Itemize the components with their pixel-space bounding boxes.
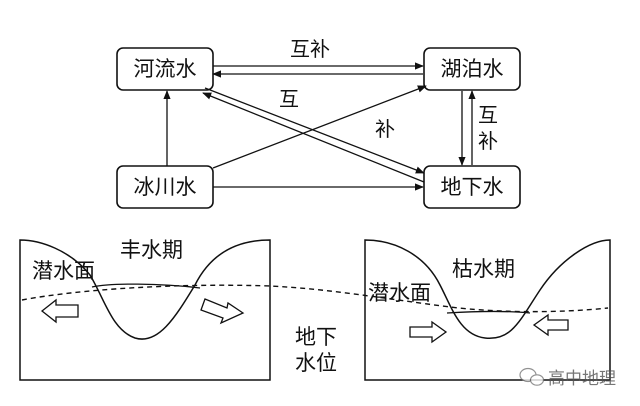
dry-season-label: 枯水期 bbox=[452, 257, 515, 281]
wet-season-terrain bbox=[19, 239, 271, 381]
arrow-glacier-to-lake bbox=[212, 85, 427, 169]
wet-season-river-surface bbox=[91, 283, 201, 289]
box-river: 河流水 bbox=[116, 47, 214, 91]
dry-season-terrain bbox=[364, 239, 611, 381]
inflow-arrow-left-icon bbox=[409, 320, 448, 344]
wet-season-panel: 丰水期 潜水面 bbox=[19, 238, 271, 381]
box-groundwater: 地下水 bbox=[423, 165, 521, 209]
label-mutual-vertical-2: 补 bbox=[478, 129, 498, 153]
box-glacier: 冰川水 bbox=[116, 165, 214, 209]
dry-season-river-surface bbox=[446, 310, 531, 314]
box-glacier-label: 冰川水 bbox=[134, 175, 197, 199]
box-lake: 湖泊水 bbox=[423, 47, 521, 91]
arrow-river-to-groundwater bbox=[204, 87, 425, 174]
label-mutual-diagonal: 互 bbox=[279, 87, 299, 111]
groundwater-level-line bbox=[21, 284, 609, 313]
arrow-groundwater-to-river bbox=[202, 92, 425, 183]
groundwater-level-label-2: 水位 bbox=[295, 351, 337, 375]
box-lake-label: 湖泊水 bbox=[441, 57, 504, 81]
label-supply-diagonal: 补 bbox=[375, 117, 395, 141]
wet-season-label: 丰水期 bbox=[120, 238, 183, 262]
dry-season-panel: 枯水期 潜水面 bbox=[364, 239, 611, 381]
outflow-arrow-right-icon bbox=[200, 298, 245, 325]
box-river-label: 河流水 bbox=[134, 57, 197, 81]
wechat-icon bbox=[519, 367, 545, 386]
water-table-label-right: 潜水面 bbox=[368, 281, 431, 305]
box-groundwater-label: 地下水 bbox=[441, 175, 504, 199]
watermark: 高中地理 bbox=[519, 367, 616, 389]
label-mutual-supply-top: 互补 bbox=[290, 37, 330, 61]
label-mutual-vertical-1: 互 bbox=[478, 103, 498, 127]
water-table-label-left: 潜水面 bbox=[32, 259, 95, 283]
watermark-text: 高中地理 bbox=[548, 369, 616, 389]
outflow-arrow-left-icon bbox=[40, 298, 79, 324]
groundwater-level-label-1: 地下 bbox=[295, 325, 337, 349]
inflow-arrow-right-icon bbox=[532, 313, 569, 337]
